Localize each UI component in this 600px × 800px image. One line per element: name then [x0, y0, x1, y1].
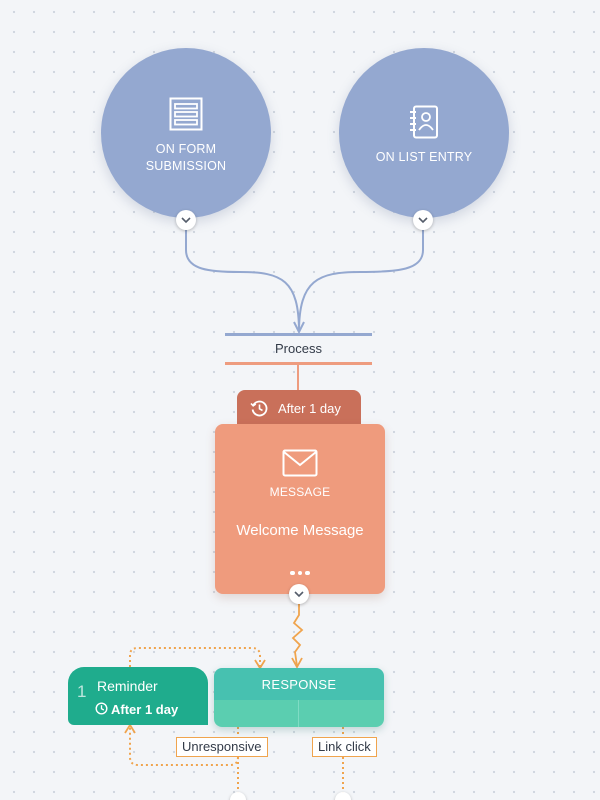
chevron-down-icon	[181, 217, 191, 224]
trigger-label: ON LIST ENTRY	[375, 150, 473, 164]
response-node[interactable]: RESPONSE	[214, 668, 384, 727]
delay-label: After 1 day	[278, 401, 341, 416]
expand-trigger-2-button[interactable]	[413, 210, 433, 230]
branch-label-link-click: Link click	[312, 737, 377, 757]
message-name: Welcome Message	[236, 522, 364, 539]
trigger-form-submission[interactable]: ON FORM SUBMISSION	[101, 48, 271, 218]
trigger-list-entry[interactable]: ON LIST ENTRY	[339, 48, 509, 218]
expand-message-button[interactable]	[289, 584, 309, 604]
contact-book-icon	[409, 105, 439, 144]
response-title: RESPONSE	[214, 668, 384, 700]
trigger-label: ON FORM SUBMISSION	[145, 142, 227, 173]
reminder-number: 1	[77, 682, 87, 701]
branch-node-unresponsive[interactable]	[230, 792, 246, 800]
process-divider-top	[225, 333, 372, 336]
chevron-down-icon	[418, 217, 428, 224]
reminder-delay: After 1 day	[111, 702, 179, 717]
more-dots-icon[interactable]	[286, 562, 314, 575]
response-branch-link-click[interactable]	[299, 700, 384, 727]
process-divider-bottom	[225, 362, 372, 365]
branch-label-unresponsive: Unresponsive	[176, 737, 268, 757]
message-node[interactable]: MESSAGE Welcome Message	[215, 424, 385, 594]
clock-icon	[95, 702, 108, 720]
reminder-title: Reminder	[97, 678, 158, 694]
history-clock-icon	[250, 399, 269, 421]
delay-tab[interactable]: After 1 day	[237, 390, 361, 426]
response-branch-unresponsive[interactable]	[214, 700, 299, 727]
process-label: Process	[275, 341, 322, 356]
branch-node-link-click[interactable]	[335, 792, 351, 800]
message-type-label: MESSAGE	[269, 485, 331, 499]
chevron-down-icon	[294, 591, 304, 598]
expand-trigger-1-button[interactable]	[176, 210, 196, 230]
form-icon	[169, 97, 203, 136]
reminder-node[interactable]: 1 Reminder After 1 day	[68, 667, 208, 725]
envelope-icon	[282, 449, 318, 482]
